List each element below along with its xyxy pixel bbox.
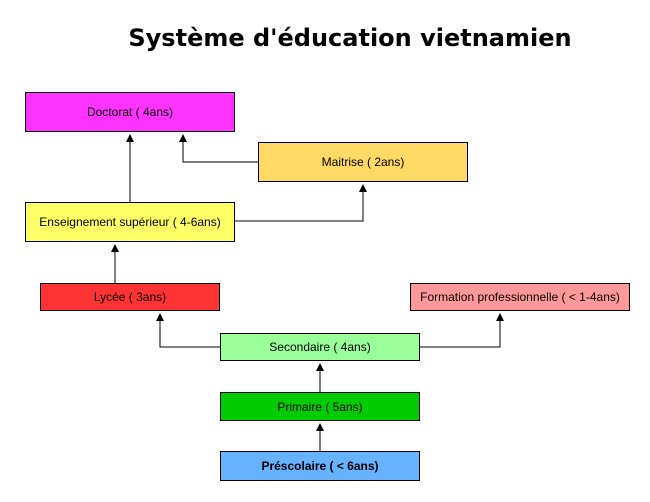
node-enseignement-superieur: Enseignement supérieur ( 4-6ans) xyxy=(25,202,235,242)
node-prescolaire-label: Préscolaire ( < 6ans) xyxy=(261,459,379,473)
node-secondaire: Secondaire ( 4ans) xyxy=(220,333,420,361)
node-doctorat: Doctorat ( 4ans) xyxy=(25,92,235,132)
edge-secondaire-formation xyxy=(420,313,504,348)
node-maitrise-label: Maitrise ( 2ans) xyxy=(321,155,405,169)
edge-maitrise-doctorat xyxy=(179,134,258,163)
node-primaire-label: Primaire ( 5ans) xyxy=(277,399,363,414)
node-secondaire-label: Secondaire ( 4ans) xyxy=(269,340,371,354)
node-prescolaire: Préscolaire ( < 6ans) xyxy=(220,451,420,481)
node-lycee: Lycée ( 3ans) xyxy=(40,283,220,311)
node-formation-professionnelle-label: Formation professionnelle ( < 1-4ans) xyxy=(420,290,620,304)
node-formation-professionnelle: Formation professionnelle ( < 1-4ans) xyxy=(410,283,630,311)
edge-superieur-maitrise xyxy=(235,184,367,222)
node-lycee-label: Lycée ( 3ans) xyxy=(93,290,167,304)
edge-secondaire-lycee xyxy=(156,313,220,348)
node-maitrise: Maitrise ( 2ans) xyxy=(258,142,468,182)
node-doctorat-label: Doctorat ( 4ans) xyxy=(86,105,174,119)
diagram-title: Système d'éducation vietnamien xyxy=(128,24,572,52)
node-primaire: Primaire ( 5ans) xyxy=(220,392,420,421)
node-enseignement-superieur-label: Enseignement supérieur ( 4-6ans) xyxy=(39,215,221,229)
